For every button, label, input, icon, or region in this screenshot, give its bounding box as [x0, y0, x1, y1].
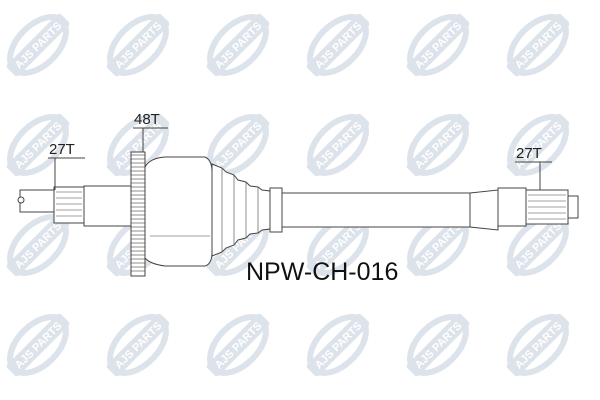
- svg-text:AJS PARTS: AJS PARTS: [513, 20, 565, 72]
- ajs-parts-watermark-logo: AJS PARTS: [306, 313, 370, 377]
- leader-lines: [48, 127, 552, 190]
- svg-text:AJS PARTS: AJS PARTS: [413, 120, 465, 172]
- svg-text:AJS PARTS: AJS PARTS: [13, 220, 65, 272]
- boot-folds: [221, 168, 259, 252]
- svg-text:AJS PARTS: AJS PARTS: [213, 20, 265, 72]
- part-number: NPW-CH-016: [246, 258, 398, 286]
- svg-text:AJS PARTS: AJS PARTS: [313, 320, 365, 372]
- ajs-parts-watermark-logo: AJS PARTS: [406, 313, 470, 377]
- abs-ring: [130, 151, 146, 277]
- abs-ring-teeth: [131, 154, 145, 272]
- ajs-parts-watermark-logo: AJS PARTS: [506, 313, 570, 377]
- left-spline-teeth-label: 27T: [49, 141, 75, 158]
- main-shaft: [281, 192, 471, 228]
- boot-clamp: [269, 187, 283, 233]
- svg-text:AJS PARTS: AJS PARTS: [113, 320, 165, 372]
- right-shaft-end: [567, 195, 579, 219]
- stub-center-hole: [17, 196, 25, 204]
- shaft-taper: [469, 189, 499, 231]
- drive-shaft: [17, 151, 579, 277]
- svg-text:AJS PARTS: AJS PARTS: [313, 20, 365, 72]
- ajs-parts-watermark-logo: AJS PARTS: [506, 13, 570, 77]
- svg-text:AJS PARTS: AJS PARTS: [413, 320, 465, 372]
- svg-text:AJS PARTS: AJS PARTS: [13, 320, 65, 372]
- cv-joint-housing: [144, 156, 213, 267]
- ajs-parts-watermark-logo: AJS PARTS: [206, 313, 270, 377]
- left-stub-shaft: [19, 189, 55, 213]
- ajs-parts-watermark-logo: AJS PARTS: [306, 113, 370, 177]
- ajs-parts-watermark-logo: AJS PARTS: [206, 13, 270, 77]
- svg-text:AJS PARTS: AJS PARTS: [513, 220, 565, 272]
- ajs-parts-watermark-logo: AJS PARTS: [406, 113, 470, 177]
- svg-text:AJS PARTS: AJS PARTS: [413, 20, 465, 72]
- ajs-parts-watermark-logo: AJS PARTS: [306, 13, 370, 77]
- ajs-parts-watermark-logo: AJS PARTS: [406, 13, 470, 77]
- svg-text:AJS PARTS: AJS PARTS: [113, 20, 165, 72]
- svg-text:AJS PARTS: AJS PARTS: [413, 220, 465, 272]
- right-spline-teeth: [528, 194, 566, 220]
- right-spline-teeth-label: 27T: [516, 145, 542, 162]
- svg-text:AJS PARTS: AJS PARTS: [213, 120, 265, 172]
- right-spline: [497, 187, 527, 227]
- left-spline: [53, 186, 85, 224]
- abs-ring-teeth-label: 48T: [134, 111, 160, 128]
- svg-text:AJS PARTS: AJS PARTS: [213, 320, 265, 372]
- ajs-parts-watermark-logo: AJS PARTS: [6, 313, 70, 377]
- ajs-parts-watermark-logo: AJS PARTS: [6, 13, 70, 77]
- left-neck: [83, 185, 135, 227]
- svg-text:AJS PARTS: AJS PARTS: [13, 20, 65, 72]
- svg-text:AJS PARTS: AJS PARTS: [313, 120, 365, 172]
- ajs-parts-watermark-logo: AJS PARTS: [106, 13, 170, 77]
- left-spline-teeth: [56, 191, 82, 217]
- svg-text:AJS PARTS: AJS PARTS: [513, 320, 565, 372]
- ajs-parts-watermark-logo: AJS PARTS: [106, 313, 170, 377]
